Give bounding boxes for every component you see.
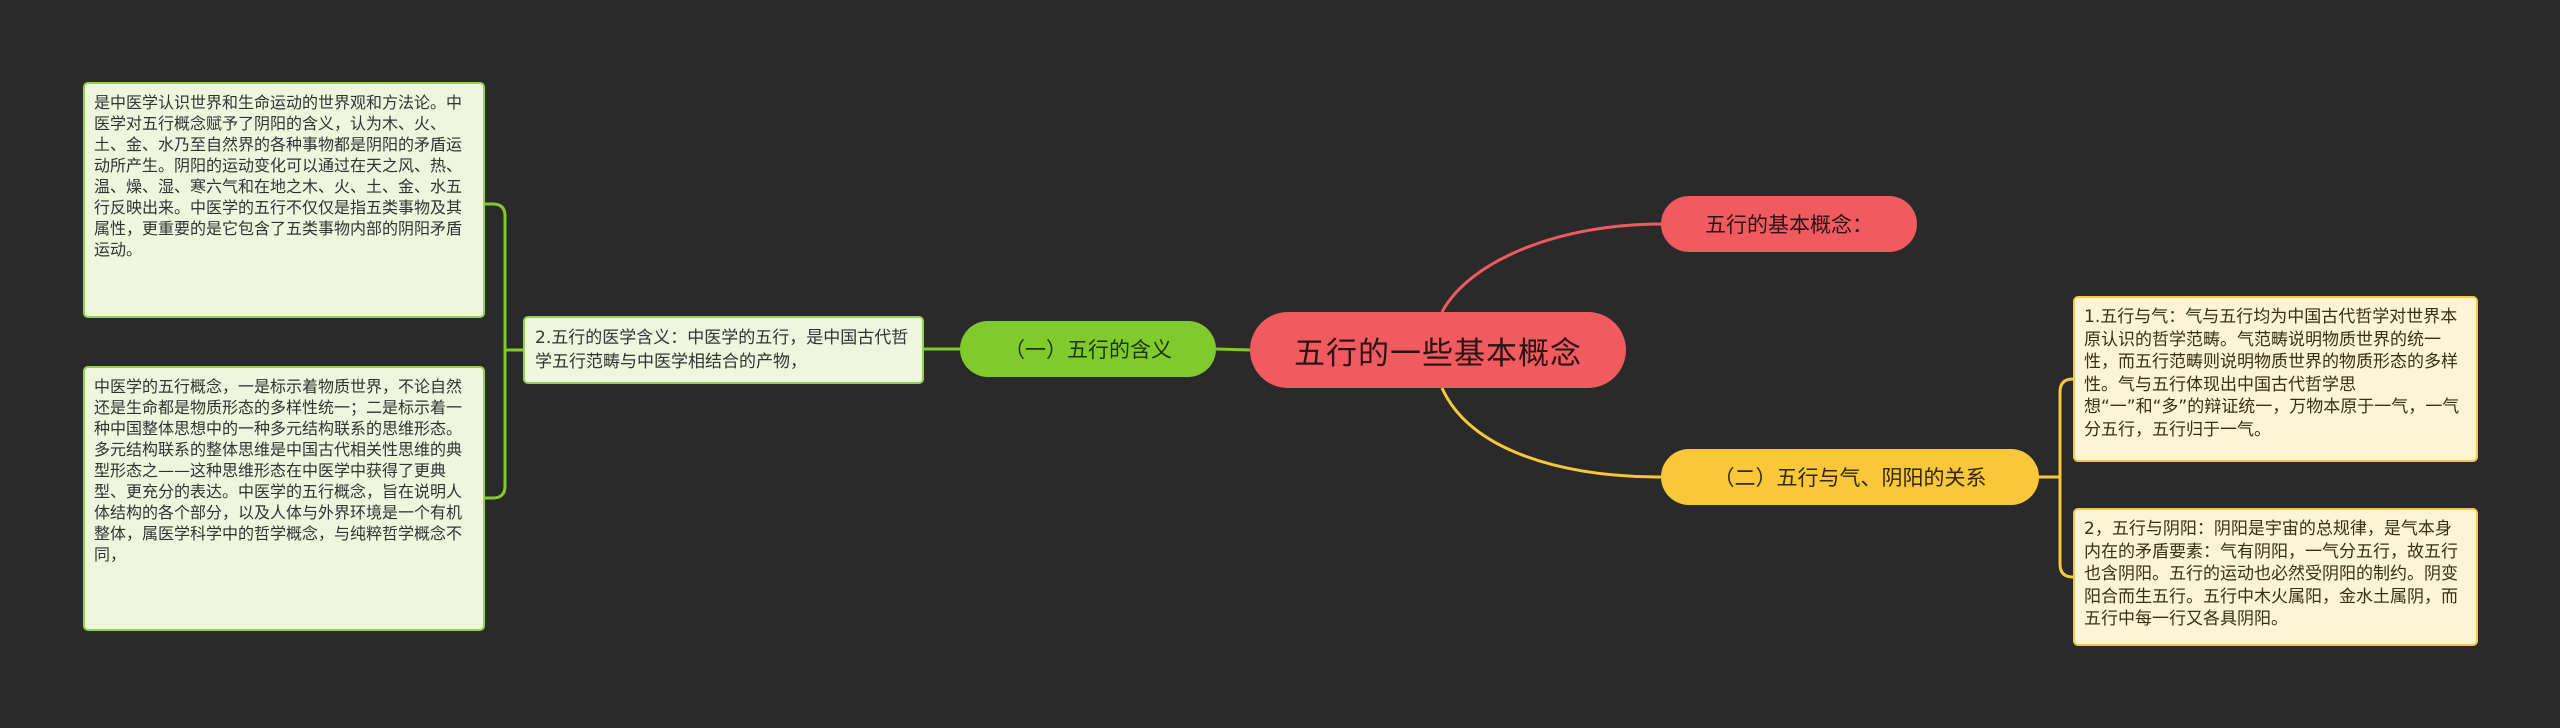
card-wuxing-concept-text: 中医学的五行概念，一是标示着物质世界，不论自然还是生命都是物质形态的多样性统一；… — [94, 377, 463, 564]
branch-qi-yinyang-relation[interactable]: （二）五行与气、阴阳的关系 — [1661, 449, 2039, 505]
card-wuxing-and-qi-text: 1.五行与气：气与五行均为中国古代哲学对世界本原认识的哲学范畴。气范畴说明物质世… — [2084, 307, 2460, 440]
branch-meaning[interactable]: （一）五行的含义 — [960, 321, 1216, 377]
card-wuxing-and-yinyang-text: 2，五行与阴阳：阴阳是宇宙的总规律，是气本身内在的矛盾要素：气有阴阳，一气分五行… — [2084, 519, 2458, 629]
link-root-meaning — [1215, 347, 1251, 352]
link-root-relation — [1440, 387, 1662, 479]
card-worldview-text: 是中医学认识世界和生命运动的世界观和方法论。中医学对五行概念赋予了阴阳的含义，认… — [94, 93, 463, 259]
card-wuxing-and-yinyang[interactable]: 2，五行与阴阳：阴阳是宇宙的总规律，是气本身内在的矛盾要素：气有阴阳，一气分五行… — [2073, 508, 2478, 646]
link-root-concept — [1440, 222, 1662, 313]
card-wuxing-and-qi[interactable]: 1.五行与气：气与五行均为中国古代哲学对世界本原认识的哲学范畴。气范畴说明物质世… — [2073, 296, 2478, 462]
card-wuxing-concept[interactable]: 中医学的五行概念，一是标示着物质世界，不论自然还是生命都是物质形态的多样性统一；… — [83, 366, 485, 631]
branch-basic-concept[interactable]: 五行的基本概念： — [1661, 196, 1917, 252]
card-medical-meaning[interactable]: 2.五行的医学含义：中医学的五行，是中国古代哲学五行范畴与中医学相结合的产物， — [523, 316, 924, 384]
link-bracket-worldview — [485, 202, 507, 350]
root-topic[interactable]: 五行的一些基本概念 — [1250, 312, 1626, 388]
link-bracket-concept2 — [485, 350, 507, 500]
branch-relation-label: （二）五行与气、阴阳的关系 — [1713, 466, 1987, 490]
branch-basic-concept-label: 五行的基本概念： — [1705, 213, 1873, 237]
link-bracket-yinyang — [2058, 477, 2074, 579]
branch-meaning-label: （一）五行的含义 — [1004, 338, 1172, 362]
card-worldview[interactable]: 是中医学认识世界和生命运动的世界观和方法论。中医学对五行概念赋予了阴阳的含义，认… — [83, 82, 485, 318]
link-bracket-qi — [2058, 377, 2074, 477]
root-topic-label: 五行的一些基本概念 — [1294, 335, 1582, 372]
card-medical-meaning-text: 2.五行的医学含义：中医学的五行，是中国古代哲学五行范畴与中医学相结合的产物， — [535, 328, 909, 372]
